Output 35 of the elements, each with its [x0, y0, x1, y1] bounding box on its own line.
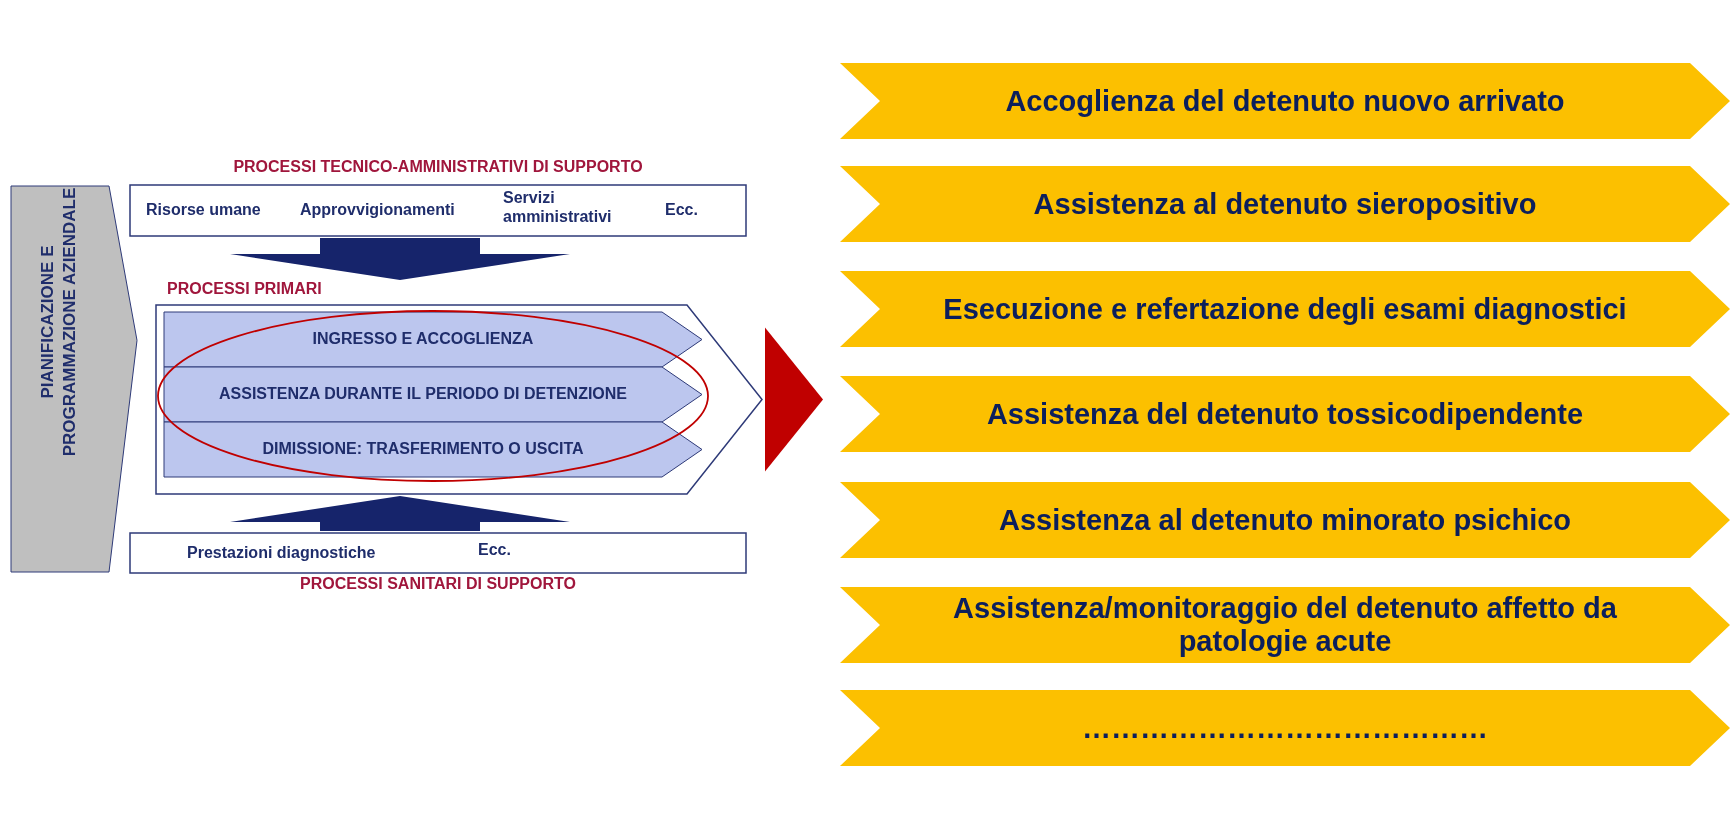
group-heading: PROCESSI PRIMARI [167, 280, 322, 298]
group-heading: PROCESSI SANITARI DI SUPPORTO [299, 575, 577, 593]
activity-banner [840, 482, 1730, 558]
process-label: INGRESSO E ACCOGLIENZA [311, 329, 535, 348]
support-item: Risorse umane [146, 200, 262, 219]
support-item: Approvvigionamenti [300, 200, 456, 219]
process-arrow-shape [11, 186, 137, 572]
support-item: Prestazioni diagnostiche [187, 544, 376, 562]
vertical-heading: PIANIFICAZIONE E PROGRAMMAZIONE AZIENDALE [37, 187, 80, 459]
activity-banner [840, 271, 1730, 347]
process-label: ASSISTENZA DURANTE IL PERIODO DI DETENZIONE [218, 384, 628, 403]
support-item: Ecc. [478, 541, 511, 559]
process-label: Accoglienza del detenuto nuovo arrivato [1004, 84, 1566, 118]
process-banner [164, 312, 702, 367]
activity-banner [840, 587, 1730, 663]
activity-banner [840, 376, 1730, 452]
activity-banner [840, 166, 1730, 242]
process-banner [164, 367, 702, 422]
block-arrow [230, 496, 570, 531]
process-label: Assistenza/monitoraggio del detenuto affetto da patologie acute [952, 592, 1618, 658]
support-box [130, 158, 746, 236]
process-label: Assistenza del detenuto tossicodipendente [985, 397, 1585, 431]
group-heading: PROCESSI TECNICO-AMMINISTRATIVI DI SUPPORTO [232, 158, 644, 176]
support-item: Servizi amministrativi [503, 188, 613, 226]
process-label: Assistenza al detenuto minorato psichico [997, 503, 1573, 537]
process-label: Assistenza al detenuto sieropositivo [1032, 187, 1538, 221]
support-item: Ecc. [665, 200, 699, 219]
process-label: DIMISSIONE: TRASFERIMENTO O USCITA [261, 439, 585, 458]
process-label: …………………………………… [1081, 711, 1489, 745]
process-banner [164, 422, 702, 477]
activity-banner [840, 63, 1730, 139]
block-arrow [765, 327, 823, 472]
block-arrow [230, 238, 570, 280]
activity-banner [840, 690, 1730, 766]
process-label: Esecuzione e refertazione degli esami diagnostici [942, 292, 1628, 326]
